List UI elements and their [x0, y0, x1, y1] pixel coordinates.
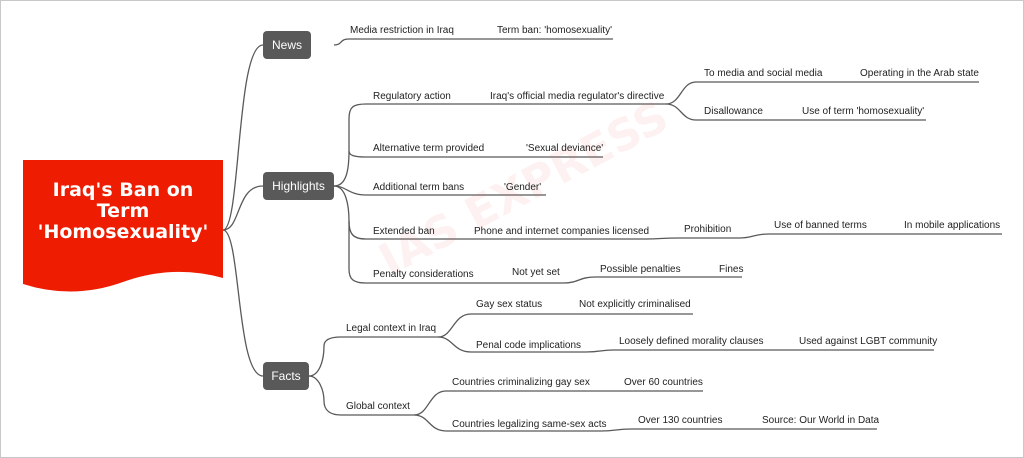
node-term-ban[interactable]: Term ban: 'homosexuality': [497, 25, 612, 36]
node-prohibition[interactable]: Prohibition: [684, 224, 732, 235]
node-over-130[interactable]: Over 130 countries: [638, 415, 723, 426]
node-penalty[interactable]: Penalty considerations: [373, 269, 474, 280]
branch-highlights[interactable]: Highlights: [263, 172, 334, 200]
root-node[interactable]: Iraq's Ban on Term 'Homosexuality': [23, 160, 223, 300]
node-gay-sex-status[interactable]: Gay sex status: [476, 299, 543, 310]
node-use-banned[interactable]: Use of banned terms: [774, 220, 867, 231]
node-media-restriction[interactable]: Media restriction in Iraq: [350, 25, 454, 36]
node-operating[interactable]: Operating in the Arab state: [860, 68, 979, 79]
node-extended-ban[interactable]: Extended ban: [373, 226, 435, 237]
node-additional-bans[interactable]: Additional term bans: [373, 182, 465, 193]
node-use-of-term[interactable]: Use of term 'homosexuality': [802, 106, 925, 117]
root-title-line-1: Iraq's Ban on: [52, 179, 194, 201]
node-morality-clauses[interactable]: Loosely defined morality clauses: [619, 336, 764, 347]
node-not-yet-set[interactable]: Not yet set: [512, 267, 560, 278]
node-directive[interactable]: Iraq's official media regulator's direct…: [490, 91, 665, 102]
node-over-60[interactable]: Over 60 countries: [624, 377, 703, 388]
node-global-context[interactable]: Global context: [346, 401, 410, 412]
node-regulatory-action[interactable]: Regulatory action: [373, 91, 451, 102]
root-title-line-3: 'Homosexuality': [37, 221, 209, 243]
node-source[interactable]: Source: Our World in Data: [762, 415, 880, 426]
branch-facts[interactable]: Facts: [263, 362, 309, 390]
node-gender[interactable]: 'Gender': [504, 182, 542, 193]
node-fines[interactable]: Fines: [719, 264, 744, 275]
node-possible-penalties[interactable]: Possible penalties: [600, 264, 681, 275]
node-criminalizing[interactable]: Countries criminalizing gay sex: [452, 377, 590, 388]
node-alternative-term[interactable]: Alternative term provided: [373, 143, 485, 154]
root-title: Iraq's Ban on Term 'Homosexuality': [23, 180, 223, 243]
node-disallowance[interactable]: Disallowance: [704, 106, 763, 117]
node-not-criminalised[interactable]: Not explicitly criminalised: [579, 299, 691, 310]
node-to-media[interactable]: To media and social media: [704, 68, 823, 79]
node-lgbt[interactable]: Used against LGBT community: [799, 336, 938, 347]
node-sexual-deviance[interactable]: 'Sexual deviance': [526, 143, 604, 154]
node-legal-context[interactable]: Legal context in Iraq: [346, 323, 437, 334]
node-mobile-apps[interactable]: In mobile applications: [904, 220, 1001, 231]
node-penal-code[interactable]: Penal code implications: [476, 340, 582, 351]
branch-news[interactable]: News: [263, 31, 311, 59]
node-phone-internet[interactable]: Phone and internet companies licensed: [474, 226, 650, 237]
root-title-line-2: Term: [96, 200, 150, 222]
root-node-shape: [23, 160, 223, 292]
node-legalizing[interactable]: Countries legalizing same-sex acts: [452, 419, 607, 430]
